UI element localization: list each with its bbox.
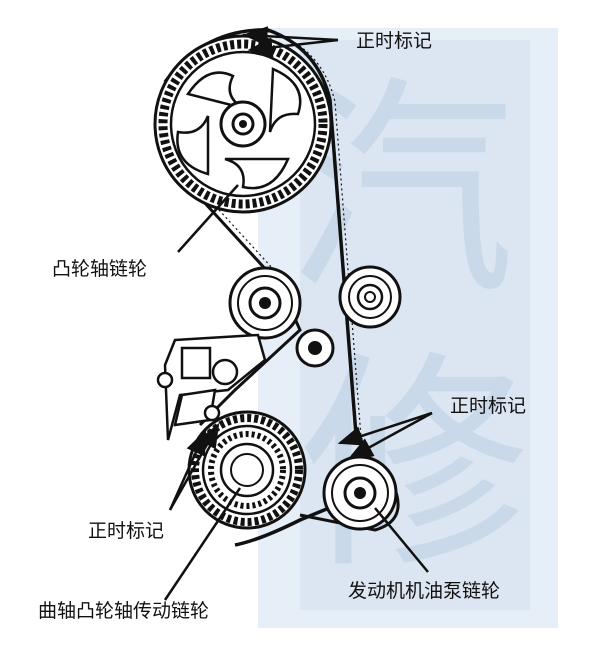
timing-mark-right-label: 正时标记 [450, 395, 526, 417]
tensioner-bracket-drawing [156, 333, 267, 441]
idler-pulley-drawing [228, 266, 302, 340]
oil-pump-sprocket-label: 发动机机油泵链轮 [348, 580, 500, 602]
camshaft-sprocket-drawing [153, 34, 333, 214]
timing-mark-top-label: 正时标记 [356, 30, 432, 52]
right-idler-drawing [338, 265, 402, 329]
crank-cam-drive-sprocket-label: 曲轴凸轮轴传动链轮 [38, 600, 209, 622]
oil-pump-sprocket-drawing [322, 455, 398, 531]
leader-lines [163, 26, 433, 601]
crankshaft-sprocket-drawing [187, 410, 307, 530]
timing-mark-bottom-label: 正时标记 [88, 520, 164, 542]
watermark: 汽 修 [258, 28, 558, 628]
camshaft-sprocket-label: 凸轮轴链轮 [52, 258, 147, 280]
guide-pulley-drawing [295, 328, 335, 368]
